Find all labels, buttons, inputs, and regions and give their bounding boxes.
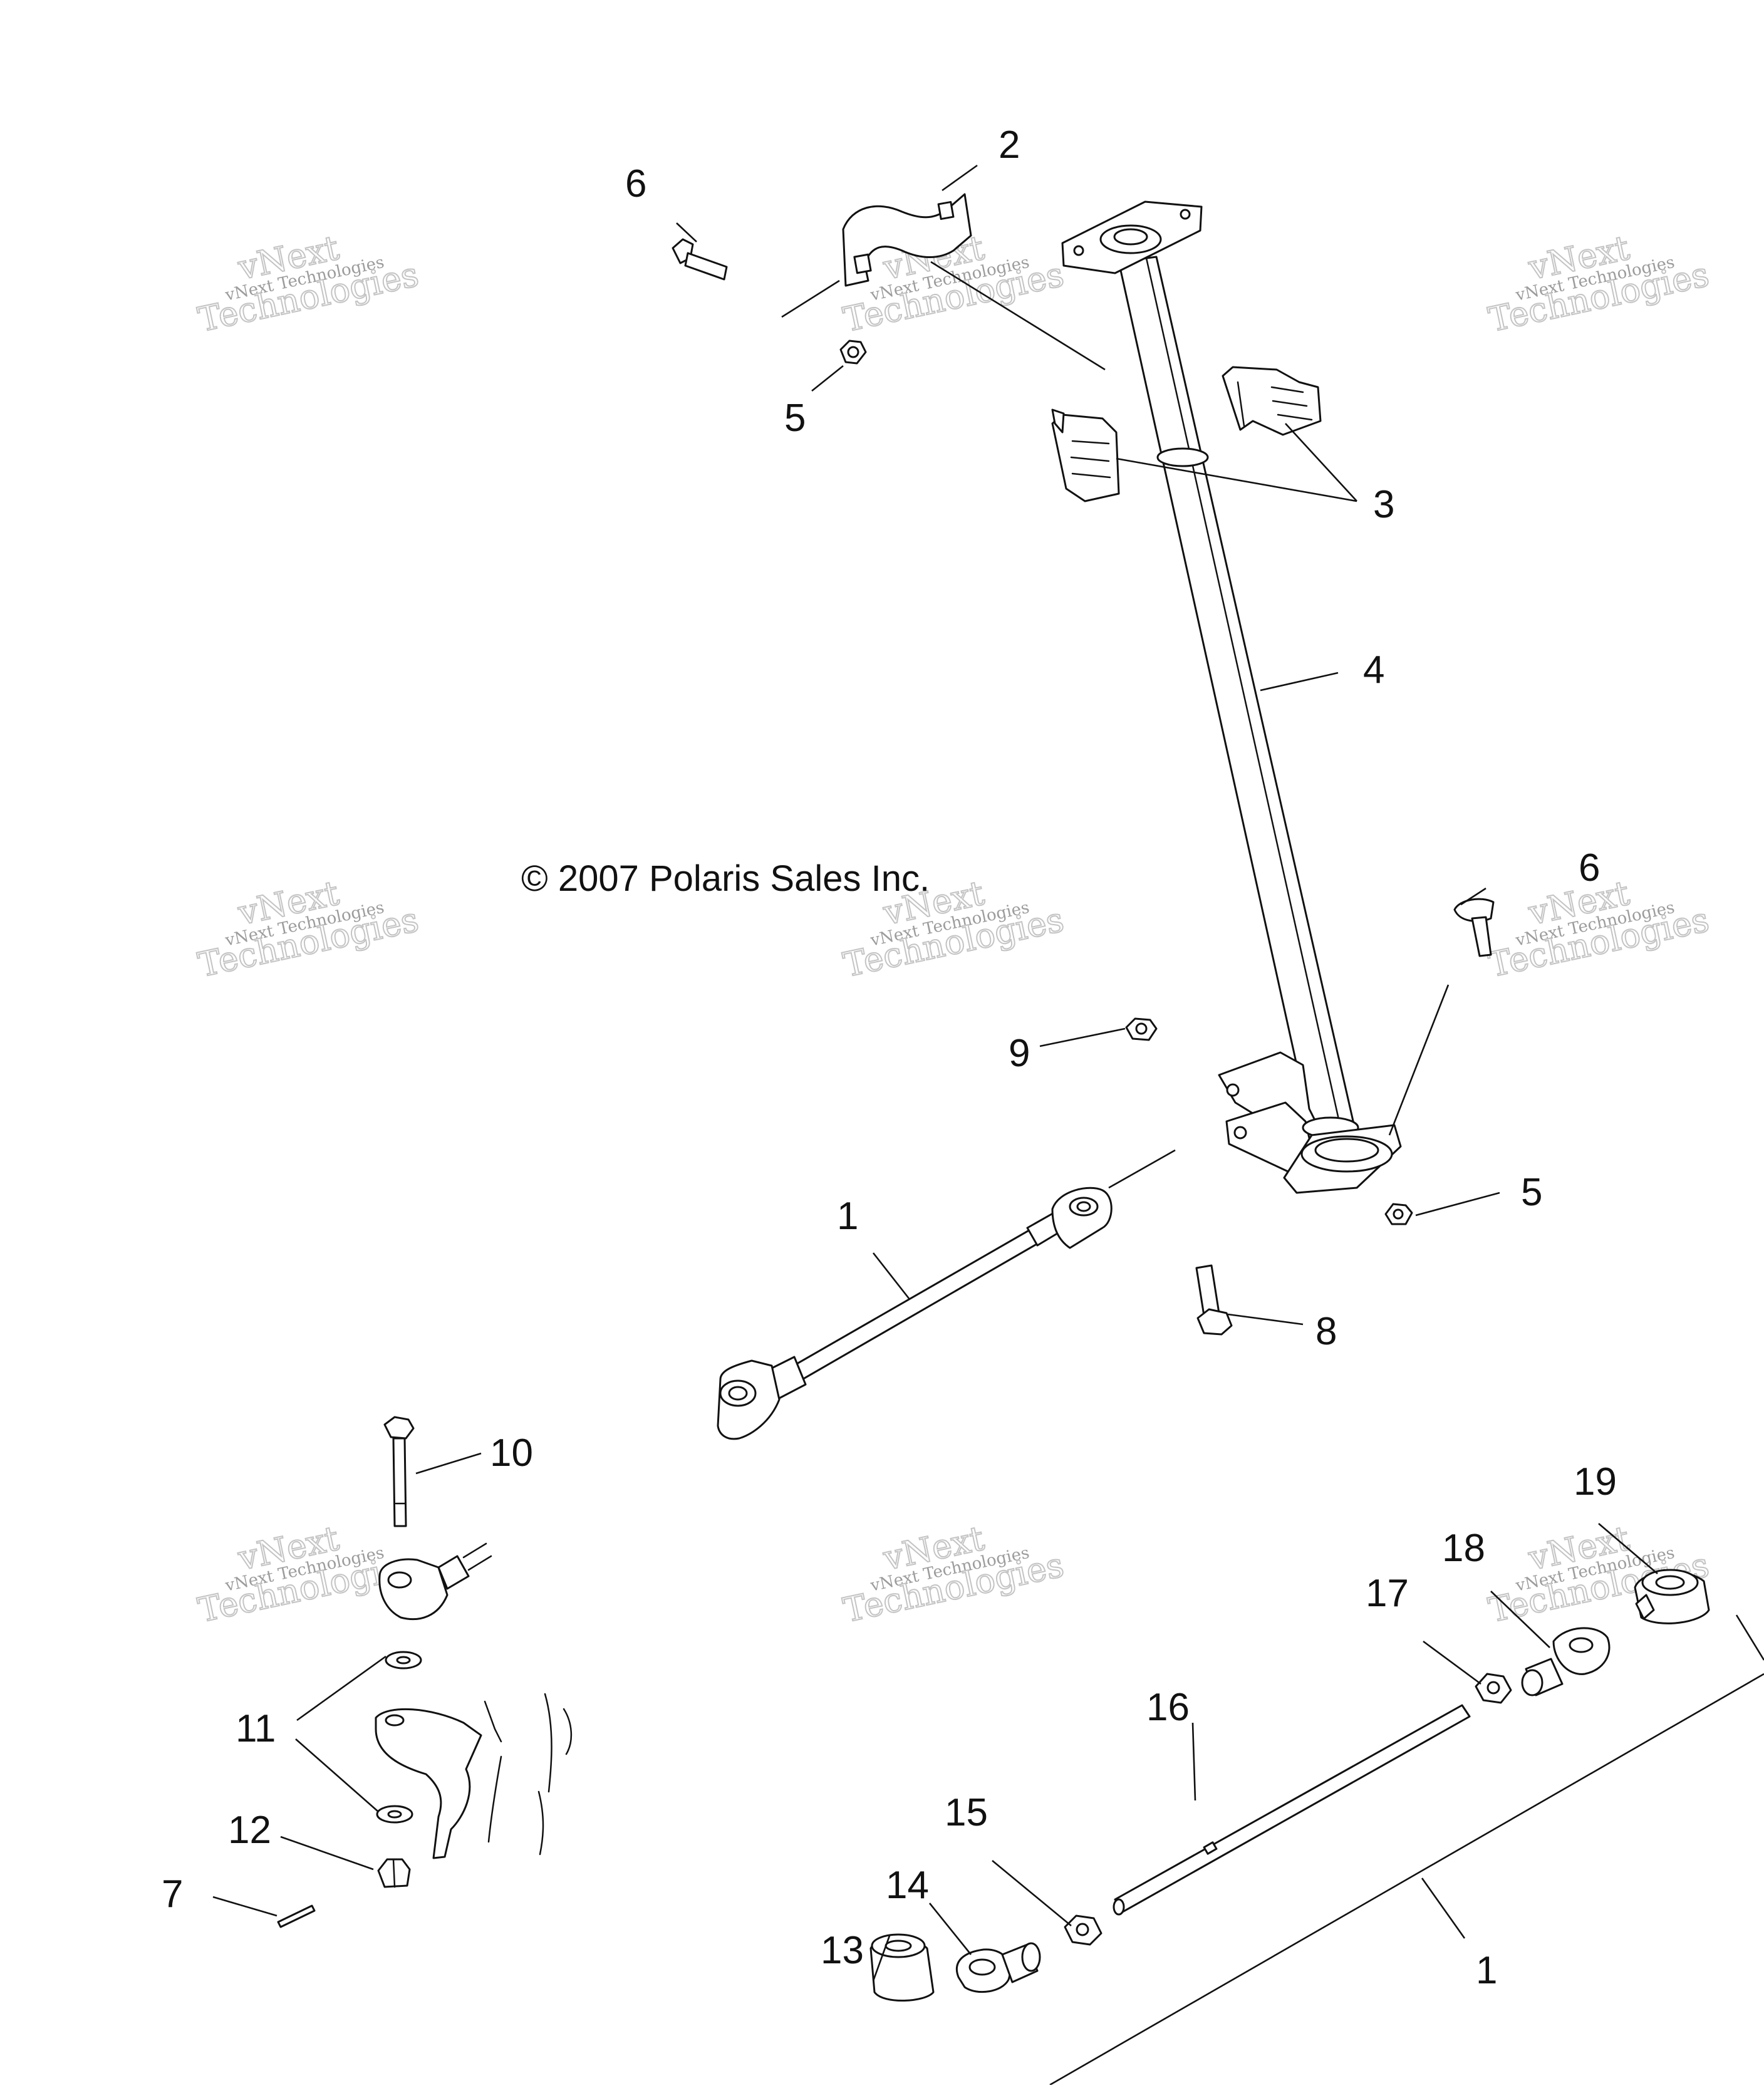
callout-6: 6 <box>1579 846 1600 890</box>
callout-6: 6 <box>625 162 646 205</box>
watermark: vNext vNext Technologies Technologies <box>1485 227 1713 340</box>
watermark: vNext vNext Technologies Technologies <box>194 227 423 340</box>
callout-3: 3 <box>1373 483 1394 526</box>
callout-1: 1 <box>837 1195 858 1238</box>
callout-9: 9 <box>1009 1032 1030 1075</box>
tie-rod-upper <box>717 1187 1113 1440</box>
nut-5-lower <box>1384 1203 1413 1225</box>
bolt-6-lower <box>1453 898 1495 957</box>
washer-11-lower <box>376 1805 413 1824</box>
bolt-6-upper <box>672 238 728 281</box>
copyright-notice: © 2007 Polaris Sales Inc. <box>521 858 930 899</box>
watermark: vNext vNext Technologies Technologies <box>194 873 423 985</box>
tie-rod-16 <box>1113 1704 1471 1916</box>
callout-7: 7 <box>162 1872 183 1916</box>
tie-rod-end-left <box>378 1542 492 1621</box>
callout-12: 12 <box>228 1809 271 1852</box>
bushing-13 <box>869 1933 935 2002</box>
nut-5-upper <box>839 340 867 365</box>
leader-lines <box>212 164 1764 2086</box>
jam-nut-17 <box>1475 1673 1512 1704</box>
bolt-8 <box>1195 1264 1233 1336</box>
steering-post <box>1061 200 1402 1194</box>
callout-13: 13 <box>821 1929 864 1972</box>
bushing-right <box>1222 366 1322 436</box>
callout-14: 14 <box>886 1864 929 1907</box>
spindle-arm <box>375 1693 573 1859</box>
callout-8: 8 <box>1315 1310 1337 1353</box>
steering-clamp <box>842 193 972 287</box>
washer-11-upper <box>385 1651 422 1670</box>
cotter-pin-7 <box>277 1904 316 1928</box>
callout-16: 16 <box>1146 1686 1190 1729</box>
nut-9 <box>1125 1017 1158 1041</box>
watermark: vNext vNext Technologies Technologies <box>839 1518 1068 1631</box>
nut-12 <box>377 1858 411 1888</box>
callout-10: 10 <box>490 1431 533 1475</box>
callout-11: 11 <box>236 1707 276 1750</box>
callout-5: 5 <box>784 397 806 440</box>
callout-15: 15 <box>945 1791 988 1834</box>
callout-1: 1 <box>1476 1949 1497 1992</box>
bushing-19 <box>1634 1569 1710 1624</box>
bushing-left <box>1051 408 1120 502</box>
callout-19: 19 <box>1574 1460 1617 1504</box>
callout-labels: 2 6 5 3 4 6 9 5 1 8 10 11 12 7 13 14 15 … <box>162 123 1617 1992</box>
bolt-10 <box>383 1416 415 1527</box>
callout-4: 4 <box>1363 648 1384 692</box>
callout-17: 17 <box>1366 1572 1409 1615</box>
callout-18: 18 <box>1442 1527 1485 1570</box>
callout-5: 5 <box>1521 1171 1542 1214</box>
callout-2: 2 <box>999 123 1020 167</box>
tie-rod-end-14 <box>955 1942 1041 1993</box>
tie-rod-end-18 <box>1521 1627 1611 1696</box>
jam-nut-15 <box>1064 1914 1102 1946</box>
